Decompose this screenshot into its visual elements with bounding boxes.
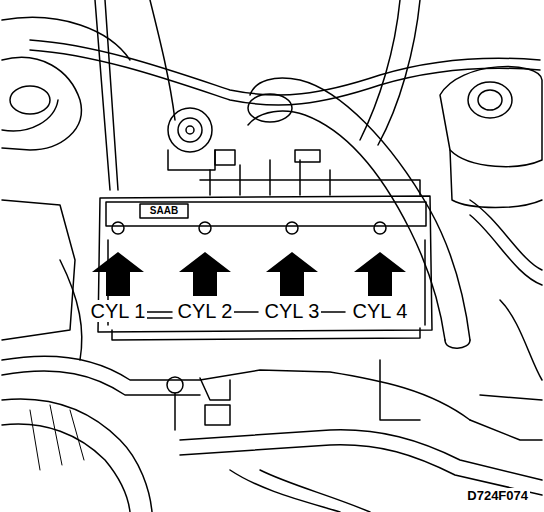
cylinder-label: CYL 2 bbox=[176, 300, 235, 322]
brand-text: SAAB bbox=[150, 206, 178, 216]
cylinder-label: CYL 3 bbox=[263, 300, 322, 322]
cylinder-label: CYL 4 bbox=[351, 300, 410, 322]
pointer-arrows bbox=[92, 252, 406, 296]
cylinder-label: CYL 1 bbox=[89, 300, 148, 322]
figure-code: D724F074 bbox=[465, 488, 530, 503]
